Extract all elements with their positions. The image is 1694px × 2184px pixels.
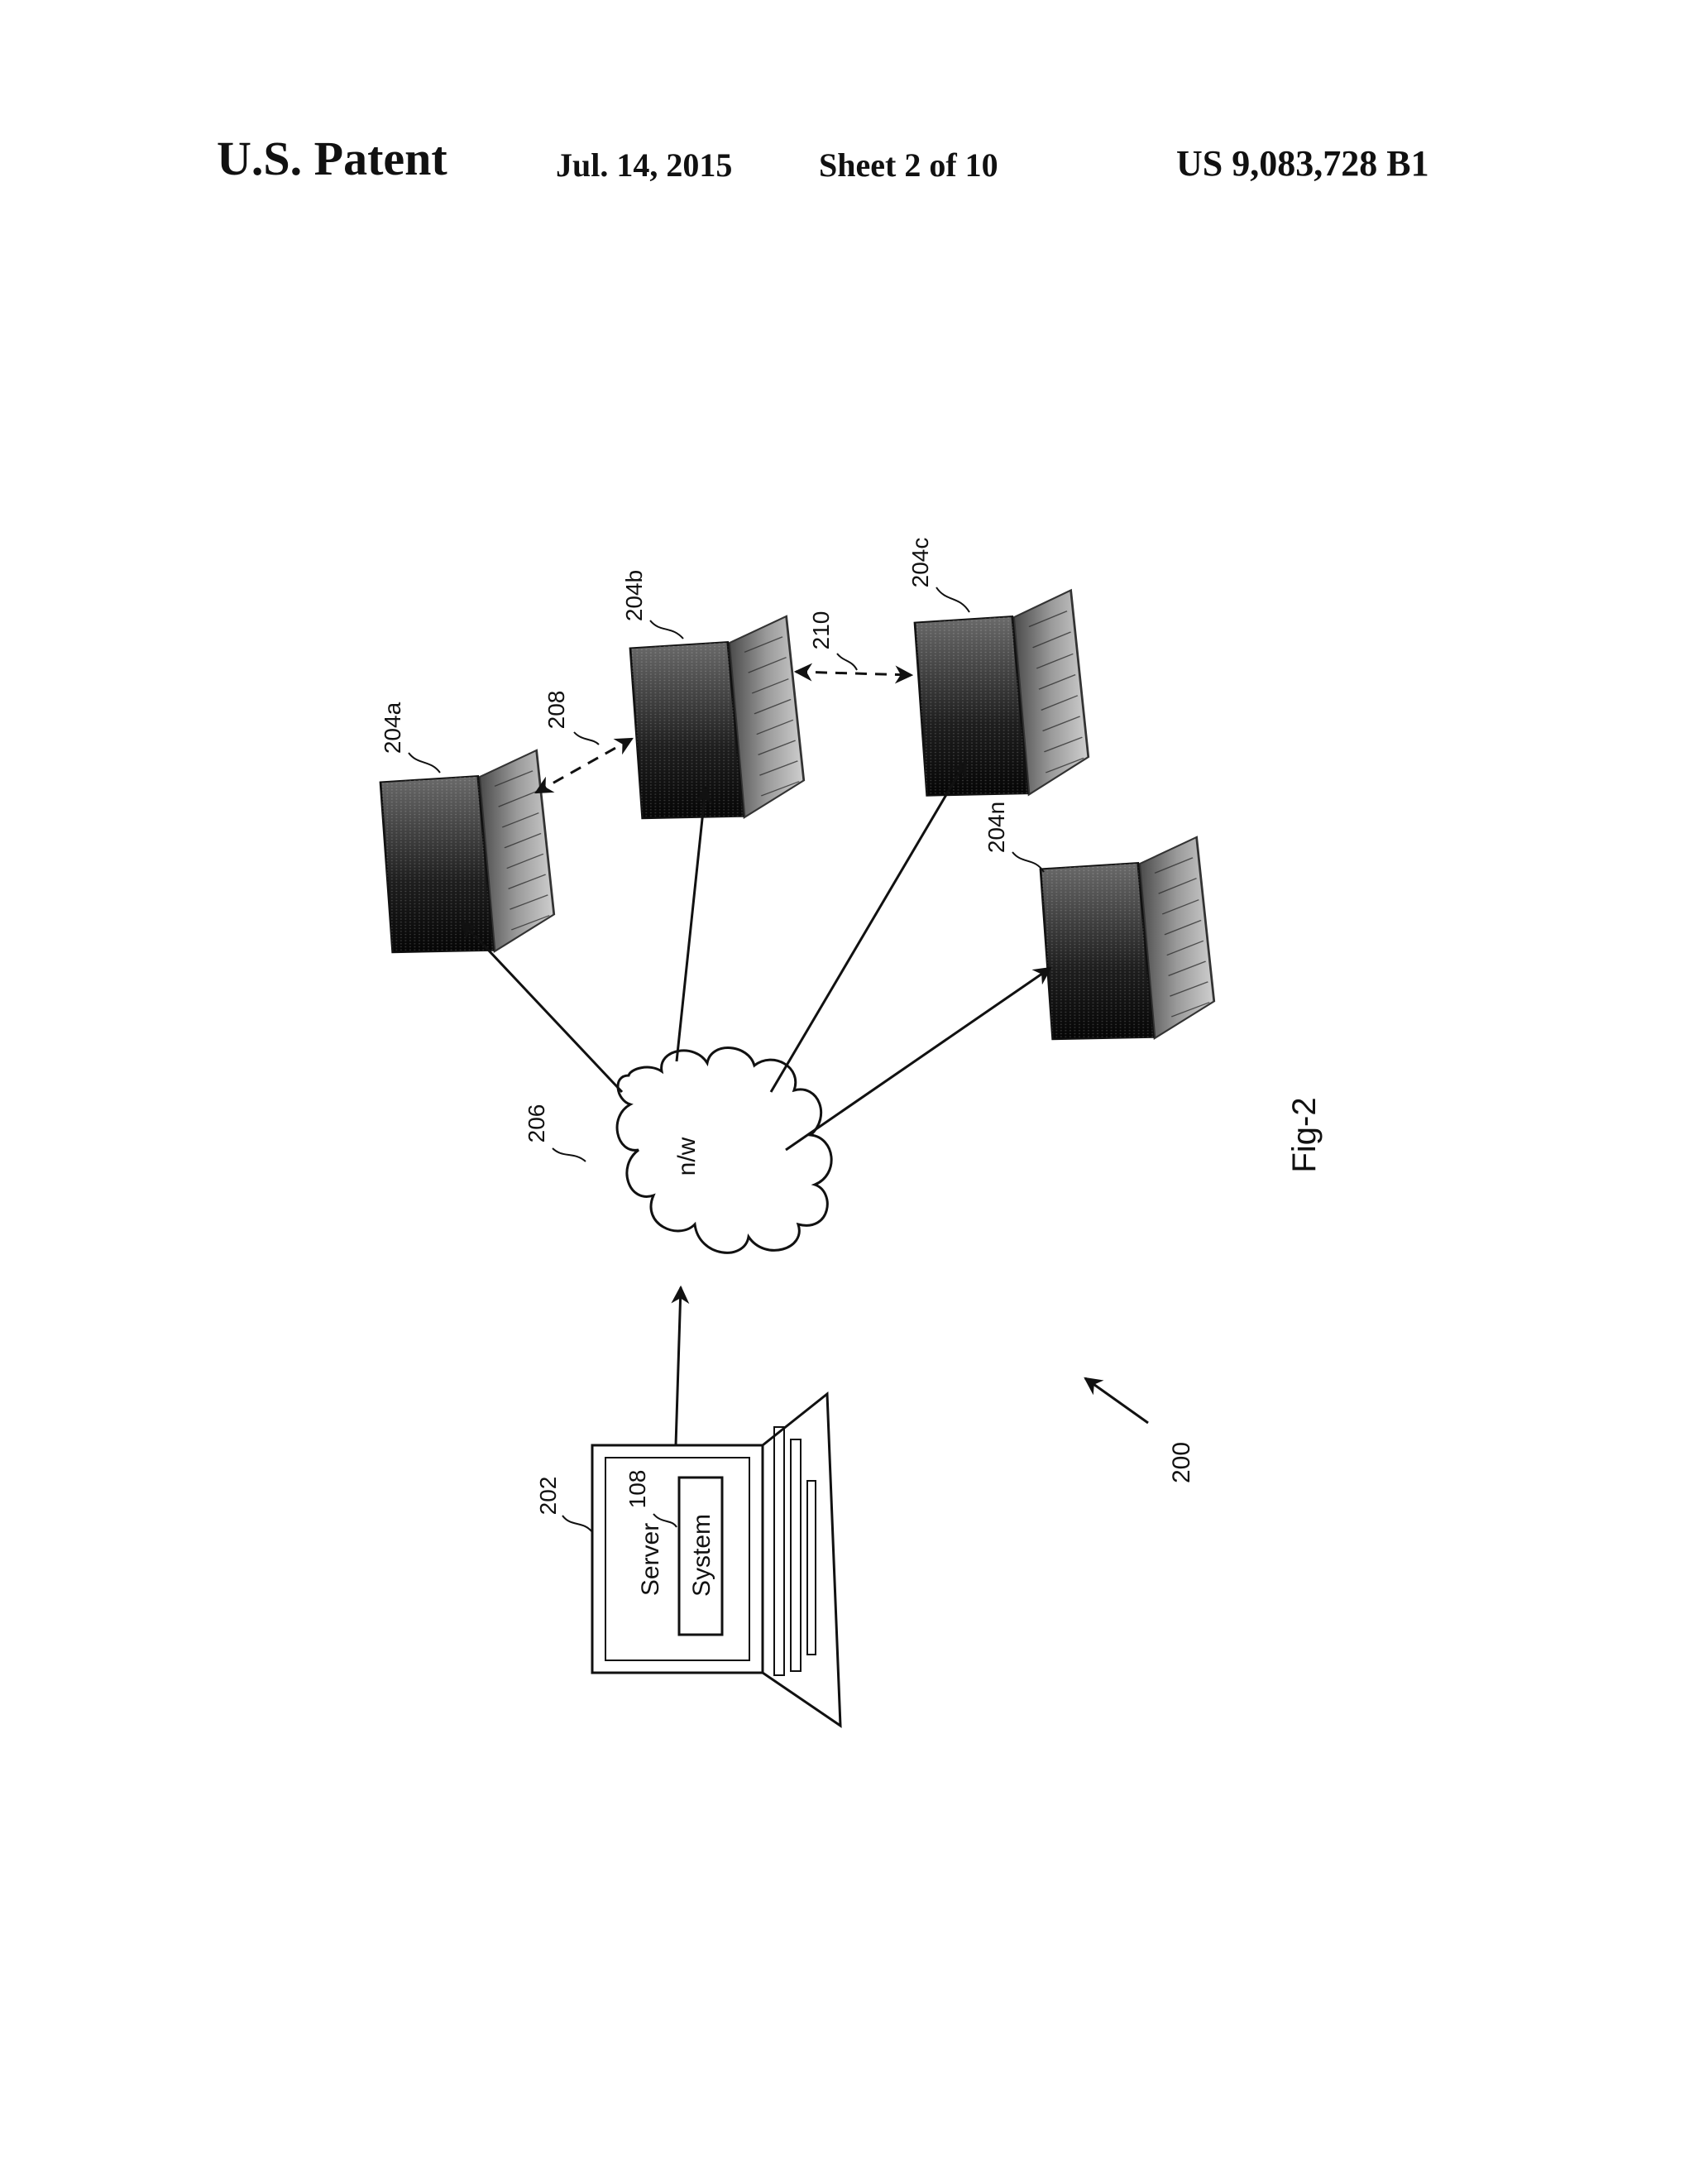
client-laptop-204n: [1039, 836, 1216, 1041]
peer-link-210-leader: [836, 653, 858, 671]
peer-link-210-label: 210: [808, 611, 834, 650]
client-ref-204b-leader: [649, 620, 684, 639]
system-ref-label: 108: [624, 1470, 650, 1509]
network-to-204a-arrow: [460, 920, 624, 1094]
peer-link-208-leader: [573, 731, 600, 745]
server-ref-leader: [562, 1515, 593, 1533]
peer-link-208-arrow: [534, 737, 634, 794]
server-ref-label: 202: [535, 1477, 561, 1516]
peer-link-210-arrow: [793, 663, 914, 684]
network-to-204b-arrow: [675, 785, 713, 1062]
client-ref-204c-leader: [936, 587, 970, 613]
client-ref-204c: 204c: [907, 538, 933, 588]
overall-ref-label: 200: [1168, 1442, 1195, 1483]
patent-header-title: U.S. Patent: [217, 132, 447, 185]
network-cloud: [615, 1046, 833, 1254]
client-ref-204a-leader: [408, 752, 441, 774]
client-ref-204n: 204n: [983, 802, 1009, 853]
network-ref-leader: [552, 1147, 586, 1162]
system-ref-leader: [653, 1513, 677, 1528]
network-ref-label: 206: [524, 1104, 549, 1143]
patent-header-sheet: Sheet 2 of 10: [819, 146, 998, 184]
network-to-204c-arrow: [769, 759, 968, 1093]
server-to-network-arrow: [671, 1285, 690, 1446]
peer-link-208-label: 208: [543, 691, 569, 730]
client-ref-204n-leader: [1012, 851, 1045, 873]
system-module-box: [677, 1476, 724, 1636]
system-label: System: [688, 1514, 715, 1597]
patent-header-date: Jul. 14, 2015: [556, 146, 733, 184]
overall-ref-arrow: [1084, 1377, 1149, 1425]
client-laptop-204c: [913, 589, 1090, 797]
client-ref-204a: 204a: [380, 702, 405, 754]
network-to-204n-arrow: [785, 966, 1052, 1152]
figure-label: Fig-2: [1286, 1097, 1323, 1172]
client-laptop-204b: [629, 615, 806, 820]
client-laptop-204a: [379, 749, 556, 954]
server-laptop: [591, 1391, 842, 1728]
server-label: Server: [637, 1523, 664, 1596]
network-label: n/w: [673, 1137, 701, 1176]
patent-header-number: US 9,083,728 B1: [1176, 143, 1429, 184]
client-ref-204b: 204b: [621, 570, 647, 621]
